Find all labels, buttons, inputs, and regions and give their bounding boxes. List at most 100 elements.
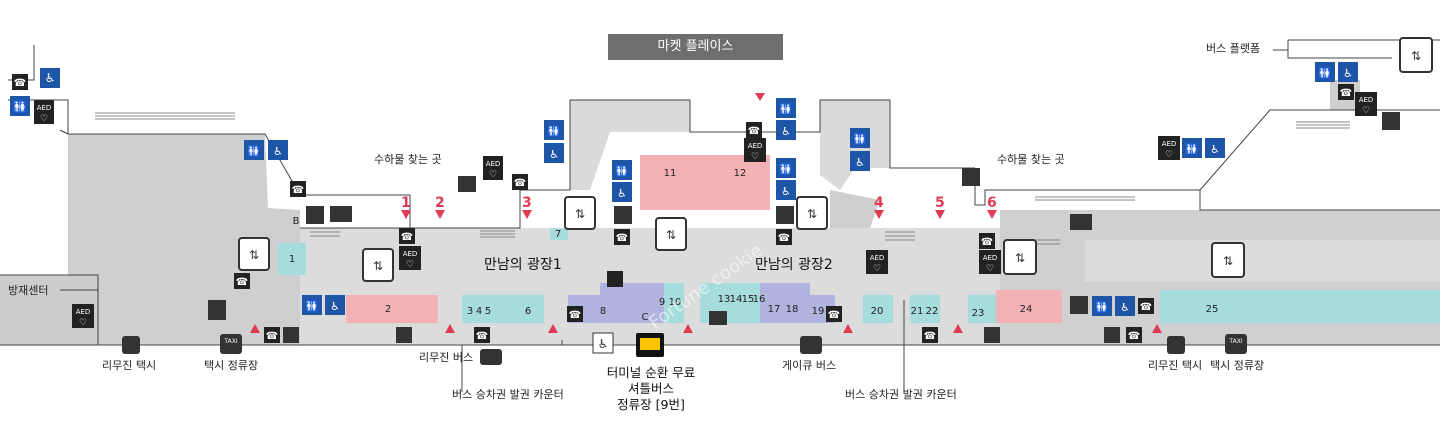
svg-text:☎: ☎ (616, 233, 628, 244)
restroom-icon: 🚻 (10, 96, 30, 116)
room-6: 6 (525, 306, 531, 317)
svg-text:♡: ♡ (1165, 150, 1173, 160)
svg-text:♡: ♡ (873, 264, 881, 274)
gate-6: 6 (987, 195, 997, 211)
room-9: 9 (659, 297, 665, 308)
gaekyu-bus-icon (800, 336, 822, 354)
limo-taxi-label-left: 리무진 택시 (102, 359, 157, 372)
baggage-cart-icon (283, 327, 299, 343)
baggage-cart-icon (1104, 327, 1120, 343)
aed-icon: AED ♡ (866, 250, 888, 274)
room-7: 7 (555, 229, 561, 240)
limo-taxi-icon-left (122, 336, 140, 354)
room-5: 5 (485, 306, 491, 317)
svg-text:☎: ☎ (828, 310, 840, 321)
svg-text:AED: AED (870, 254, 885, 262)
elevator-icon: ⇅ (1399, 37, 1433, 73)
room-14: 14 (730, 294, 743, 305)
svg-text:🚻: 🚻 (1185, 143, 1199, 156)
room-C: C (642, 312, 649, 323)
taxi-stand-label-right: 택시 정류장 (1210, 359, 1265, 372)
wheelchair-icon: ♿ (268, 140, 288, 160)
svg-text:♿: ♿ (781, 185, 791, 198)
room-15: 15 (742, 294, 755, 305)
shuttle-line-3: 정류장 [9번] (617, 397, 685, 412)
phone-icon: ☎ (746, 122, 762, 138)
svg-text:🚻: 🚻 (247, 145, 261, 158)
phone-icon: ☎ (399, 228, 415, 244)
svg-text:🚻: 🚻 (13, 100, 28, 114)
nursing-room-icon (776, 206, 794, 224)
svg-text:♿: ♿ (1210, 143, 1220, 156)
restroom-icon: 🚻 (776, 158, 796, 178)
elevator-icon: ⇅ (238, 237, 270, 271)
disaster-center-label: 방재센터 (8, 284, 49, 297)
phone-icon: ☎ (234, 273, 250, 289)
svg-text:♿: ♿ (45, 71, 56, 85)
meeting-plaza-1-label: 만남의 광장1 (484, 257, 562, 273)
svg-text:⇅: ⇅ (666, 228, 676, 242)
phone-icon: ☎ (12, 74, 28, 90)
restroom-icon: 🚻 (1315, 62, 1335, 82)
room-numbers: 1 2 3 4 5 6 7 8 9 10 11 12 13 14 15 16 1… (289, 168, 1219, 323)
svg-text:♿: ♿ (855, 156, 865, 169)
svg-text:⇅: ⇅ (807, 207, 817, 221)
svg-text:♿: ♿ (330, 300, 340, 313)
room-11: 11 (664, 168, 677, 179)
baggage-cart-icon (458, 176, 476, 192)
svg-text:⇅: ⇅ (249, 248, 259, 262)
svg-text:🚻: 🚻 (853, 133, 867, 146)
wheelchair-icon: ♿ (1205, 138, 1225, 158)
svg-text:⇅: ⇅ (1015, 251, 1025, 265)
svg-text:♡: ♡ (986, 264, 994, 274)
svg-text:♡: ♡ (40, 114, 48, 124)
aed-icon: AED♡ (1355, 92, 1377, 116)
bus-platform-label: 버스 플랫폼 (1206, 42, 1261, 55)
phone-icon: ☎ (922, 327, 938, 343)
facility-icons: ♿ 🚻 ☎ AED♡ 🚻 ♿ ☎ AED♡ ☎ 🚻 ♿ 🚻 ♿ ☎ ☎ AED♡… (10, 37, 1433, 365)
wheelchair-icon: ♿ (776, 120, 796, 140)
aed-icon: AED♡ (979, 250, 1001, 274)
svg-text:♿: ♿ (1343, 67, 1353, 80)
svg-text:🚻: 🚻 (1318, 67, 1332, 80)
phone-icon: ☎ (1338, 84, 1354, 100)
restroom-icon: 🚻 (612, 160, 632, 180)
baggage-claim-label-right: 수하물 찾는 곳 (997, 153, 1065, 166)
wheelchair-icon: ♿ (1338, 62, 1358, 82)
svg-text:🚻: 🚻 (615, 165, 629, 178)
phone-icon: ☎ (290, 181, 306, 197)
gaekyu-bus-label: 게이큐 버스 (782, 359, 837, 372)
svg-text:☎: ☎ (14, 78, 26, 89)
room-18: 18 (786, 304, 799, 315)
aed-icon: AED♡ (72, 304, 94, 328)
aed-icon: AED♡ (399, 246, 421, 270)
svg-text:☎: ☎ (1340, 88, 1352, 99)
svg-text:☎: ☎ (266, 331, 278, 342)
svg-text:🚻: 🚻 (547, 125, 561, 138)
elevator-icon: ⇅ (1211, 242, 1245, 278)
room-B: B (293, 216, 300, 227)
limo-bus-label: 리무진 버스 (419, 351, 474, 364)
room-16: 16 (753, 294, 766, 305)
gate-5: 5 (935, 195, 945, 211)
svg-text:TAXI: TAXI (223, 338, 237, 345)
svg-text:AED: AED (76, 308, 91, 316)
information-icon (208, 300, 226, 320)
room-17: 17 (768, 304, 781, 315)
phone-icon: ☎ (567, 306, 583, 322)
svg-text:☎: ☎ (778, 233, 790, 244)
smoking-area-icon (330, 206, 352, 222)
phone-icon: ☎ (474, 327, 490, 343)
baggage-cart-icon (984, 327, 1000, 343)
restroom-icon: 🚻 (302, 295, 322, 315)
room-3: 3 (467, 306, 473, 317)
phone-icon: ☎ (512, 174, 528, 190)
restroom-icon: 🚻 (1092, 296, 1112, 316)
baggage-cart-icon (962, 168, 980, 186)
svg-text:♡: ♡ (489, 170, 497, 180)
leader-lines (60, 49, 1288, 392)
elevator-icon: ⇅ (1003, 239, 1037, 275)
nursing-room-icon (1382, 112, 1400, 130)
svg-text:♿: ♿ (1120, 301, 1130, 314)
wheelchair-icon: ♿ (544, 143, 564, 163)
